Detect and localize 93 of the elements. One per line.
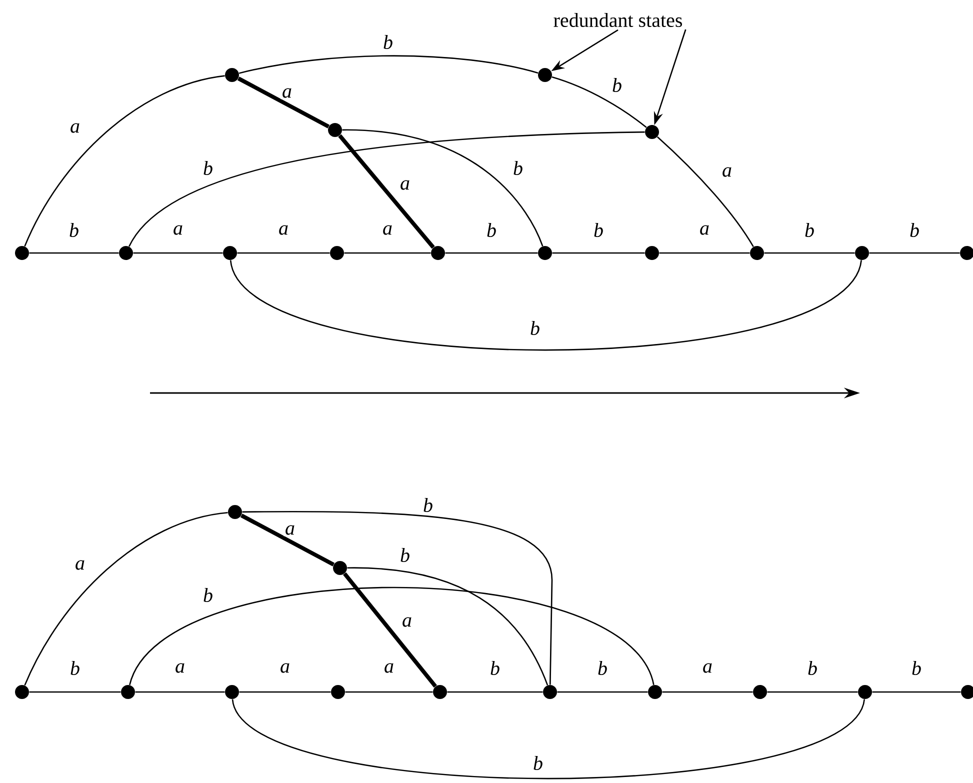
edge-label: b	[596, 660, 609, 676]
state-dot	[431, 246, 445, 260]
state-dot	[645, 125, 659, 139]
transition-line	[872, 691, 961, 693]
transition-line	[347, 567, 548, 686]
transition-line	[129, 586, 654, 686]
transition-line	[344, 252, 431, 254]
transition-line	[240, 514, 335, 566]
transition-line	[342, 129, 544, 246]
state-dot	[538, 68, 552, 82]
transition-line	[230, 260, 862, 351]
edge-label: b	[202, 160, 214, 176]
state-dot	[225, 68, 239, 82]
transition-line	[24, 75, 225, 247]
edge-label: b	[908, 222, 921, 238]
edge-label: b	[610, 76, 624, 94]
edge-label: a	[698, 224, 711, 236]
edge-label: b	[532, 754, 544, 772]
state-dot	[750, 246, 764, 260]
state-dot	[223, 246, 237, 260]
edge-label: a	[68, 122, 82, 134]
state-dot	[331, 685, 345, 699]
transition-line	[338, 134, 435, 249]
state-dot	[119, 246, 133, 260]
state-dot	[858, 685, 872, 699]
edge-label: a	[381, 224, 394, 236]
transition-line	[242, 510, 553, 685]
edge-label: a	[74, 558, 86, 572]
state-dot	[645, 246, 659, 260]
state-dot	[753, 685, 767, 699]
transition-line	[128, 131, 645, 247]
edge-label: a	[280, 86, 294, 100]
edge-label: b	[202, 586, 214, 604]
state-dot	[330, 246, 344, 260]
edge-label: a	[284, 524, 296, 536]
state-dot	[333, 561, 347, 575]
edge-label: b	[422, 496, 434, 514]
transition-line	[232, 698, 865, 780]
edge-label: b	[398, 546, 412, 564]
transition-line	[24, 512, 228, 686]
transition-line	[237, 252, 330, 254]
edge-label: a	[701, 662, 714, 674]
callout-text: redundant states	[554, 12, 682, 28]
transition-line	[764, 252, 855, 254]
transition-line	[133, 252, 223, 254]
edge-label: a	[277, 224, 290, 236]
transition-line	[29, 252, 119, 254]
transition-line	[767, 691, 858, 693]
state-dot	[225, 685, 239, 699]
edge-label: a	[174, 662, 186, 674]
transition-line	[656, 136, 754, 248]
edge-label: b	[592, 222, 605, 238]
transition-line	[552, 252, 645, 254]
edge-label: b	[485, 222, 498, 238]
edge-label: b	[528, 320, 542, 336]
transition-line	[237, 76, 330, 128]
transition-line	[659, 252, 750, 254]
edge-label: a	[382, 662, 396, 674]
state-dot	[543, 685, 557, 699]
transition-line	[29, 691, 121, 693]
edge-label: a	[720, 166, 734, 178]
state-dot	[538, 246, 552, 260]
state-dot	[121, 685, 135, 699]
transition-line	[239, 691, 331, 693]
transition-line	[343, 572, 437, 688]
edge-label: b	[68, 222, 80, 238]
transition-line	[552, 76, 647, 128]
state-dot	[15, 246, 29, 260]
edge-label: b	[910, 660, 923, 676]
edge-label: a	[172, 224, 184, 236]
transition-line	[662, 691, 753, 693]
edge-label: b	[806, 660, 819, 676]
transition-line	[238, 55, 538, 74]
edge-label: b	[382, 34, 394, 50]
edge-label: b	[512, 160, 524, 176]
state-dot	[433, 685, 447, 699]
state-dot	[648, 685, 662, 699]
edge-label: a	[400, 616, 414, 628]
state-dot	[228, 505, 242, 519]
edge-label: a	[278, 662, 292, 674]
transition-line	[345, 691, 433, 693]
transition-line	[447, 691, 543, 693]
edge-label: b	[68, 660, 82, 676]
edge-label: a	[398, 178, 412, 192]
state-dot	[15, 685, 29, 699]
transition-line	[135, 691, 225, 693]
state-dot	[855, 246, 869, 260]
transition-line	[557, 691, 648, 693]
state-dot	[328, 123, 342, 137]
transition-line	[869, 252, 960, 254]
edge-label: b	[803, 222, 816, 238]
edge-label: b	[488, 660, 502, 676]
transition-line	[445, 252, 538, 254]
